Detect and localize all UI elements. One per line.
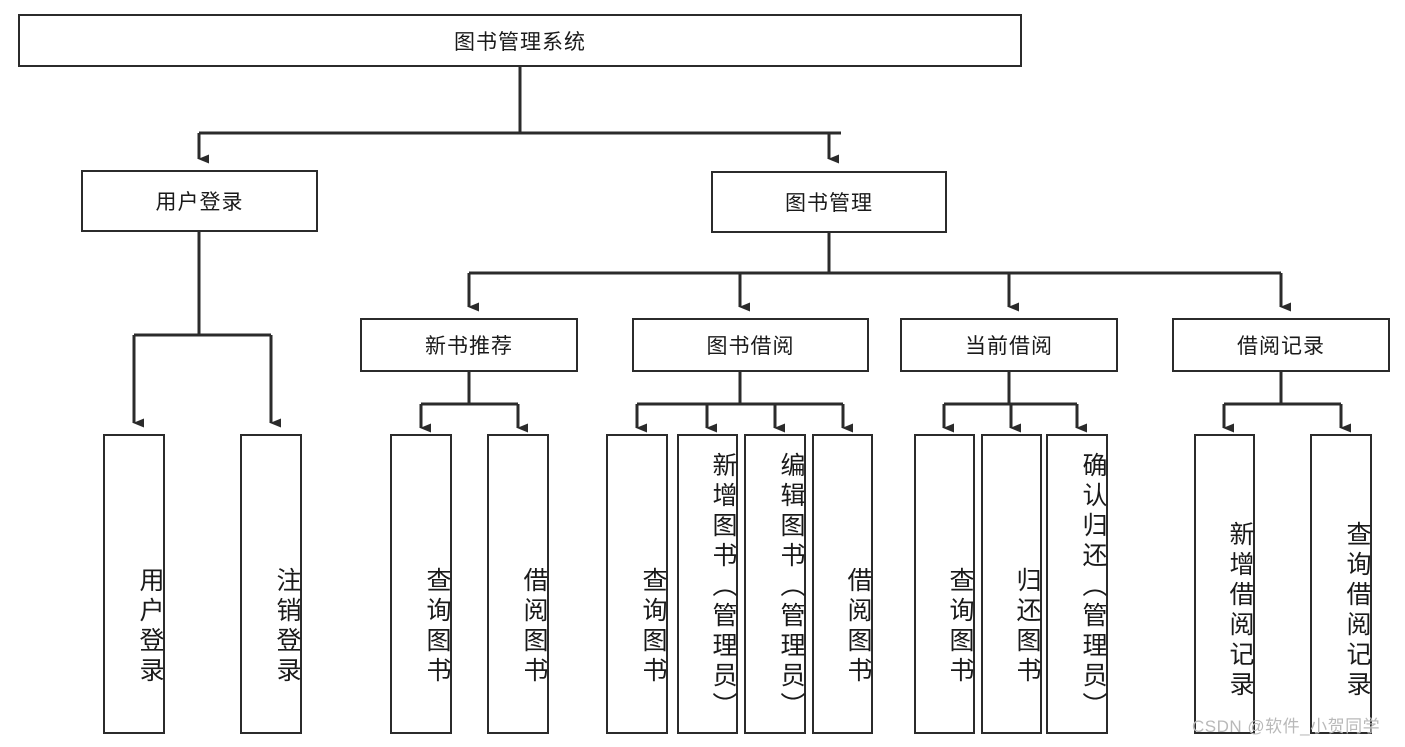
leaf-borrow-book-2[interactable]: 借阅图书 bbox=[812, 434, 873, 734]
leaf-query-book-2-label: 查询图书 bbox=[639, 567, 667, 687]
leaf-user-logout[interactable]: 注销登录 bbox=[240, 434, 302, 734]
leaf-query-book-1[interactable]: 查询图书 bbox=[390, 434, 452, 734]
leaf-user-logout-label: 注销登录 bbox=[273, 567, 301, 687]
node-book-management-label: 图书管理 bbox=[785, 192, 873, 215]
node-book-management[interactable]: 图书管理 bbox=[711, 171, 947, 233]
leaf-confirm-return[interactable]: 确认归还（管理员） bbox=[1046, 434, 1108, 734]
leaf-query-book-2[interactable]: 查询图书 bbox=[606, 434, 668, 734]
node-root[interactable]: 图书管理系统 bbox=[18, 14, 1022, 67]
leaf-query-record[interactable]: 查询借阅记录 bbox=[1310, 434, 1372, 734]
leaf-return-book[interactable]: 归还图书 bbox=[981, 434, 1042, 734]
node-current-borrow[interactable]: 当前借阅 bbox=[900, 318, 1118, 372]
node-borrow-record-label: 借阅记录 bbox=[1237, 335, 1325, 358]
leaf-user-login[interactable]: 用户登录 bbox=[103, 434, 165, 734]
leaf-borrow-book-1-label: 借阅图书 bbox=[520, 567, 548, 687]
leaf-edit-book[interactable]: 编辑图书（管理员） bbox=[744, 434, 806, 734]
leaf-user-login-label: 用户登录 bbox=[136, 567, 164, 687]
node-book-borrow[interactable]: 图书借阅 bbox=[632, 318, 869, 372]
leaf-query-book-3-label: 查询图书 bbox=[946, 567, 974, 687]
node-new-book-recommend[interactable]: 新书推荐 bbox=[360, 318, 578, 372]
node-book-borrow-label: 图书借阅 bbox=[706, 335, 795, 358]
leaf-query-record-label: 查询借阅记录 bbox=[1343, 521, 1371, 701]
csdn-watermark: CSDN @软件_小贺同学 bbox=[1192, 717, 1381, 736]
leaf-add-record[interactable]: 新增借阅记录 bbox=[1194, 434, 1255, 734]
node-user-login-label: 用户登录 bbox=[155, 191, 244, 214]
leaf-add-record-label: 新增借阅记录 bbox=[1226, 521, 1254, 701]
leaf-edit-book-label: 编辑图书（管理员） bbox=[777, 452, 805, 722]
leaf-add-book[interactable]: 新增图书（管理员） bbox=[677, 434, 738, 734]
node-borrow-record[interactable]: 借阅记录 bbox=[1172, 318, 1390, 372]
leaf-borrow-book-2-label: 借阅图书 bbox=[844, 567, 872, 687]
leaf-query-book-3[interactable]: 查询图书 bbox=[914, 434, 975, 734]
leaf-add-book-label: 新增图书（管理员） bbox=[709, 452, 737, 722]
leaf-borrow-book-1[interactable]: 借阅图书 bbox=[487, 434, 549, 734]
leaf-confirm-return-label: 确认归还（管理员） bbox=[1079, 452, 1107, 722]
node-root-label: 图书管理系统 bbox=[454, 30, 586, 54]
node-new-book-recommend-label: 新书推荐 bbox=[425, 335, 513, 358]
leaf-query-book-1-label: 查询图书 bbox=[423, 567, 451, 687]
leaf-return-book-label: 归还图书 bbox=[1013, 567, 1041, 687]
node-current-borrow-label: 当前借阅 bbox=[965, 335, 1053, 358]
node-user-login[interactable]: 用户登录 bbox=[81, 170, 318, 232]
